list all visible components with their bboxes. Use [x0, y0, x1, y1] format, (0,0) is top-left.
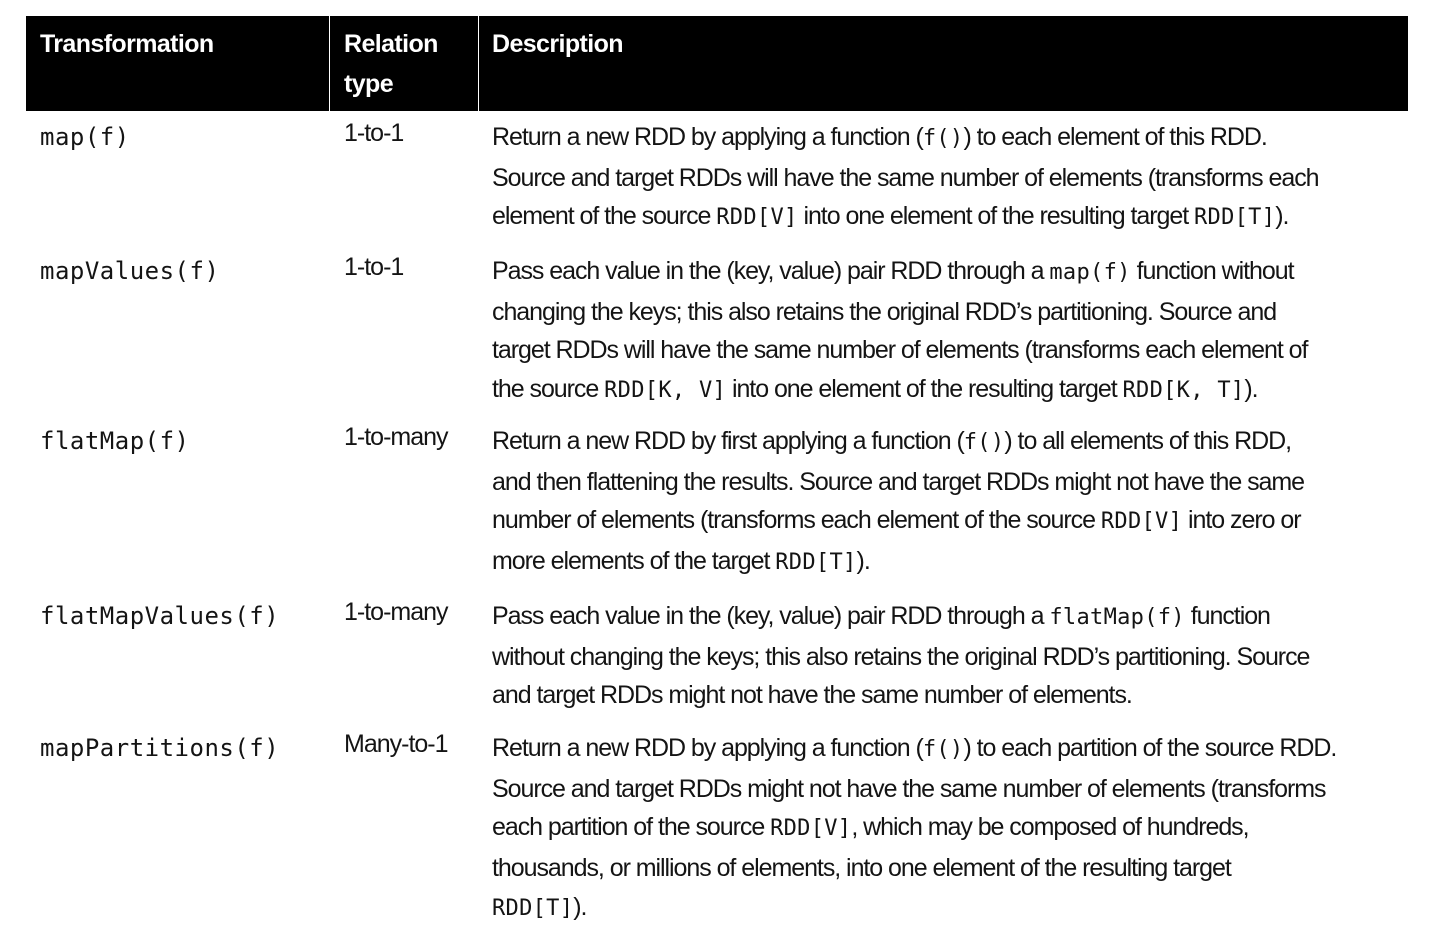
description-line: changing the keys; this also retains the…: [492, 293, 1402, 332]
transformation-cell: flatMap(f): [40, 427, 190, 455]
description-text: Source and target RDDs will have the sam…: [492, 163, 1320, 192]
code-snippet: RDD[T]: [1194, 205, 1276, 231]
description-text: and target RDDs might not have the same …: [492, 681, 1133, 710]
relation-type-cell: Many-to-1: [344, 730, 449, 758]
description-text: without changing the keys; this also ret…: [492, 642, 1310, 671]
relation-type-cell: 1-to-1: [344, 119, 404, 147]
description-text: and then flattening the results. Source …: [492, 467, 1305, 496]
code-snippet: RDD[T]: [775, 550, 857, 576]
code-snippet: flatMap(f): [1049, 605, 1185, 630]
header-relation-type: Relation type: [344, 16, 474, 111]
header-divider: [478, 16, 479, 111]
description-cell: Return a new RDD by applying a function …: [492, 729, 1402, 929]
description-line: and target RDDs might not have the same …: [492, 676, 1402, 715]
description-text: number of elements (transforms each elem…: [492, 506, 1101, 535]
table-header: Transformation Relation type Description: [26, 16, 1408, 111]
description-line: each partition of the source RDD[V], whi…: [492, 808, 1402, 849]
description-text: into zero or: [1182, 506, 1302, 535]
description-text: Return a new RDD by applying a function …: [492, 734, 924, 762]
code-snippet: f(): [922, 126, 964, 151]
header-description: Description: [492, 30, 624, 58]
relation-type-cell: 1-to-many: [344, 423, 449, 451]
description-cell: Pass each value in the (key, value) pair…: [492, 252, 1402, 411]
code-snippet: RDD[V]: [716, 205, 798, 231]
description-text: , which may be composed of hundreds,: [851, 813, 1249, 842]
description-text: Pass each value in the (key, value) pair…: [492, 257, 1050, 285]
header-divider: [329, 16, 330, 111]
description-line: and then flattening the results. Source …: [492, 463, 1402, 502]
description-line: Source and target RDDs might not have th…: [492, 770, 1402, 809]
description-text: thousands, or millions of elements, into…: [492, 854, 1232, 883]
code-snippet: RDD[V]: [1100, 509, 1183, 535]
description-text: Source and target RDDs might not have th…: [492, 774, 1327, 803]
description-text: changing the keys; this also retains the…: [492, 297, 1277, 326]
description-line: RDD[T]).: [492, 888, 1402, 929]
description-line: Return a new RDD by first applying a fun…: [492, 422, 1402, 463]
description-text: into one element of the resulting target: [726, 375, 1123, 404]
description-line: thousands, or millions of elements, into…: [492, 849, 1402, 888]
description-line: element of the source RDD[V] into one el…: [492, 197, 1402, 238]
header-relation-type-line1: Relation: [344, 30, 438, 58]
transformation-cell: mapPartitions(f): [40, 734, 280, 762]
transformation-cell: flatMapValues(f): [40, 602, 280, 630]
description-line: Return a new RDD by applying a function …: [492, 118, 1402, 159]
code-snippet: f(): [963, 430, 1005, 455]
description-cell: Return a new RDD by first applying a fun…: [492, 422, 1402, 583]
description-cell: Return a new RDD by applying a function …: [492, 118, 1402, 238]
description-text: ).: [1244, 375, 1258, 404]
code-snippet: RDD[T]: [492, 895, 574, 921]
code-snippet: RDD[K, T]: [1122, 378, 1245, 404]
description-line: Pass each value in the (key, value) pair…: [492, 597, 1402, 638]
description-text: more elements of the target: [492, 547, 776, 576]
transformation-cell: mapValues(f): [40, 257, 220, 285]
description-text: into one element of the resulting target: [797, 202, 1194, 231]
description-text: ) to each partition of the source RDD.: [963, 734, 1337, 762]
description-cell: Pass each value in the (key, value) pair…: [492, 597, 1402, 715]
description-line: target RDDs will have the same number of…: [492, 331, 1402, 370]
description-text: ).: [1275, 202, 1289, 231]
description-text: ) to all elements of this RDD,: [1004, 427, 1292, 455]
transformations-table: Transformation Relation type Description…: [26, 16, 1408, 921]
description-text: each partition of the source: [492, 813, 771, 842]
description-text: the source: [492, 375, 605, 404]
description-text: Return a new RDD by first applying a fun…: [492, 427, 965, 455]
description-text: ).: [856, 547, 871, 576]
description-line: Source and target RDDs will have the sam…: [492, 159, 1402, 198]
header-relation-type-line2: type: [344, 70, 394, 98]
description-line: Return a new RDD by applying a function …: [492, 729, 1402, 770]
description-line: number of elements (transforms each elem…: [492, 501, 1402, 542]
description-line: Pass each value in the (key, value) pair…: [492, 252, 1402, 293]
description-line: the source RDD[K, V] into one element of…: [492, 370, 1402, 411]
code-snippet: RDD[V]: [770, 816, 852, 842]
relation-type-cell: 1-to-many: [344, 598, 449, 626]
description-text: function without: [1130, 257, 1295, 285]
description-text: Pass each value in the (key, value) pair…: [492, 602, 1050, 630]
description-line: without changing the keys; this also ret…: [492, 638, 1402, 677]
description-text: element of the source: [492, 202, 717, 231]
code-snippet: RDD[K, V]: [604, 378, 727, 404]
description-text: ).: [573, 892, 587, 921]
code-snippet: f(): [922, 737, 964, 762]
description-text: target RDDs will have the same number of…: [492, 336, 1308, 365]
relation-type-cell: 1-to-1: [344, 253, 404, 281]
code-snippet: map(f): [1049, 260, 1131, 285]
transformation-cell: map(f): [40, 123, 130, 151]
description-text: ) to each element of this RDD.: [963, 123, 1267, 151]
description-line: more elements of the target RDD[T]).: [492, 542, 1402, 583]
description-text: function: [1184, 602, 1271, 630]
header-transformation: Transformation: [40, 30, 214, 58]
description-text: Return a new RDD by applying a function …: [492, 123, 924, 151]
